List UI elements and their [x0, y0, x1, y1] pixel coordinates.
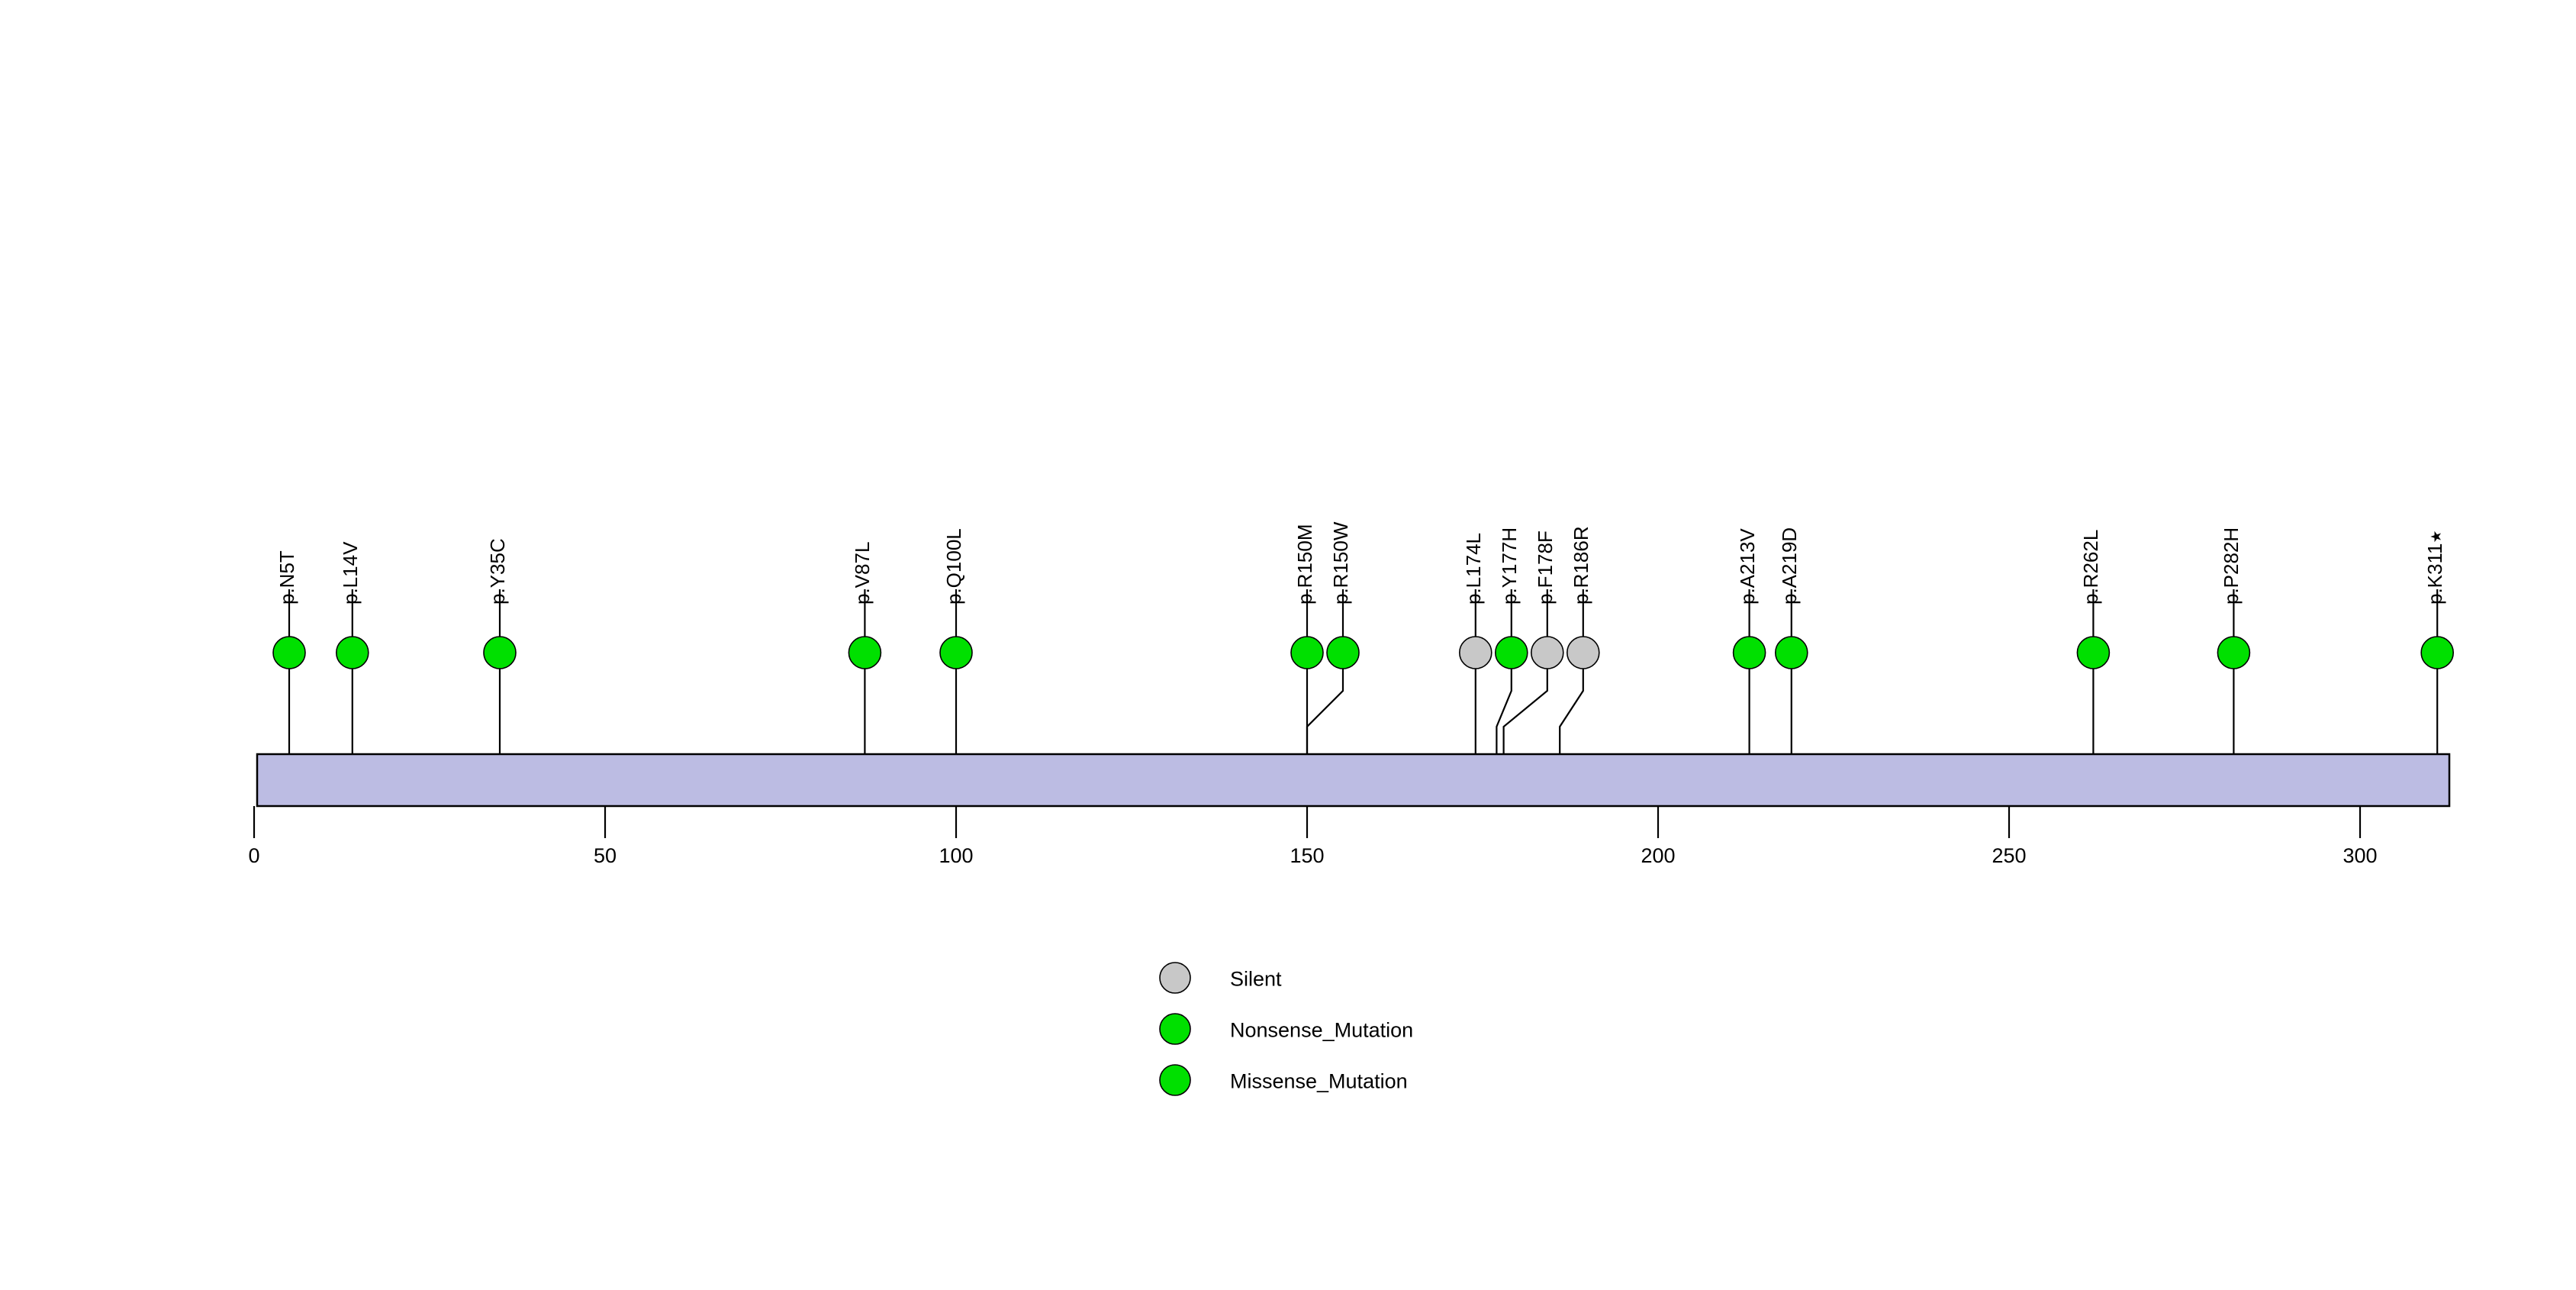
mutation-label-pV87L: p.V87L — [851, 541, 874, 605]
axis-tick-label-250: 250 — [1992, 844, 2027, 867]
mutation-label-pP282H: p.P282H — [2220, 527, 2243, 605]
lollipop-head-pN5T[interactable] — [272, 636, 306, 669]
mutation-label-pF178F: p.F178F — [1533, 531, 1557, 605]
axis-tick-label-50: 50 — [593, 844, 617, 867]
mutation-label-pQ100L: p.Q100L — [942, 528, 965, 605]
lollipop-head-pR150M[interactable] — [1290, 636, 1324, 669]
legend-label-missense_mutation: Missense_Mutation — [1230, 1069, 1408, 1093]
axis-tick-label-200: 200 — [1641, 844, 1676, 867]
mutation-label-pA219D: p.A219D — [1777, 527, 1801, 605]
axis-tick-label-300: 300 — [2343, 844, 2378, 867]
lollipop-head-pY35C[interactable] — [483, 636, 517, 669]
mutation-label-pY35C: p.Y35C — [486, 538, 509, 605]
lollipop-head-pF178F[interactable] — [1531, 636, 1564, 669]
lollipop-head-pQ100L[interactable] — [939, 636, 973, 669]
legend-label-nonsense_mutation: Nonsense_Mutation — [1230, 1018, 1414, 1042]
lollipop-head-pK311[interactable] — [2420, 636, 2454, 669]
lollipop-head-pR262L[interactable] — [2076, 636, 2111, 669]
mutation-label-pR262L: p.R262L — [2079, 529, 2103, 605]
legend-markers-group — [1159, 962, 1191, 1096]
axis-tick-label-100: 100 — [939, 844, 974, 867]
lollipop-head-pP282H[interactable] — [2217, 636, 2251, 669]
axis-group — [253, 806, 2362, 838]
lollipop-head-pA213V[interactable] — [1732, 636, 1766, 669]
lollipop-head-pA219D[interactable] — [1775, 636, 1808, 669]
lollipop-head-pR150W[interactable] — [1326, 636, 1360, 669]
mutation-label-pR186R: p.R186R — [1569, 526, 1592, 605]
mutation-label-pL14V: p.L14V — [338, 541, 362, 605]
legend-marker-nonsense_mutation[interactable] — [1159, 1013, 1191, 1045]
mutation-label-pR150M: p.R150M — [1293, 524, 1316, 605]
axis-tick-label-0: 0 — [248, 844, 260, 867]
legend-label-silent: Silent — [1230, 967, 1282, 991]
mutation-label-pK311: p.K311★ — [2423, 530, 2447, 605]
lollipop-head-pL174L[interactable] — [1459, 636, 1492, 669]
lollipop-head-pY177H[interactable] — [1495, 636, 1528, 669]
axis-tick-label-150: 150 — [1290, 844, 1325, 867]
lollipop-heads-group — [272, 636, 2454, 669]
lollipop-head-pR186R[interactable] — [1567, 636, 1600, 669]
protein-domain-bar — [256, 753, 2451, 808]
legend-marker-missense_mutation[interactable] — [1159, 1064, 1191, 1096]
mutation-label-pN5T: p.N5T — [275, 550, 298, 605]
lollipop-head-pL14V[interactable] — [335, 636, 369, 669]
mutation-label-pL174L: p.L174L — [1461, 533, 1485, 605]
lollipop-head-pV87L[interactable] — [848, 636, 882, 669]
mutation-label-pY177H: p.Y177H — [1497, 527, 1521, 605]
mutation-label-pR150W: p.R150W — [1329, 521, 1352, 605]
legend-marker-silent[interactable] — [1159, 962, 1191, 994]
mutation-label-pA213V: p.A213V — [1735, 528, 1759, 605]
